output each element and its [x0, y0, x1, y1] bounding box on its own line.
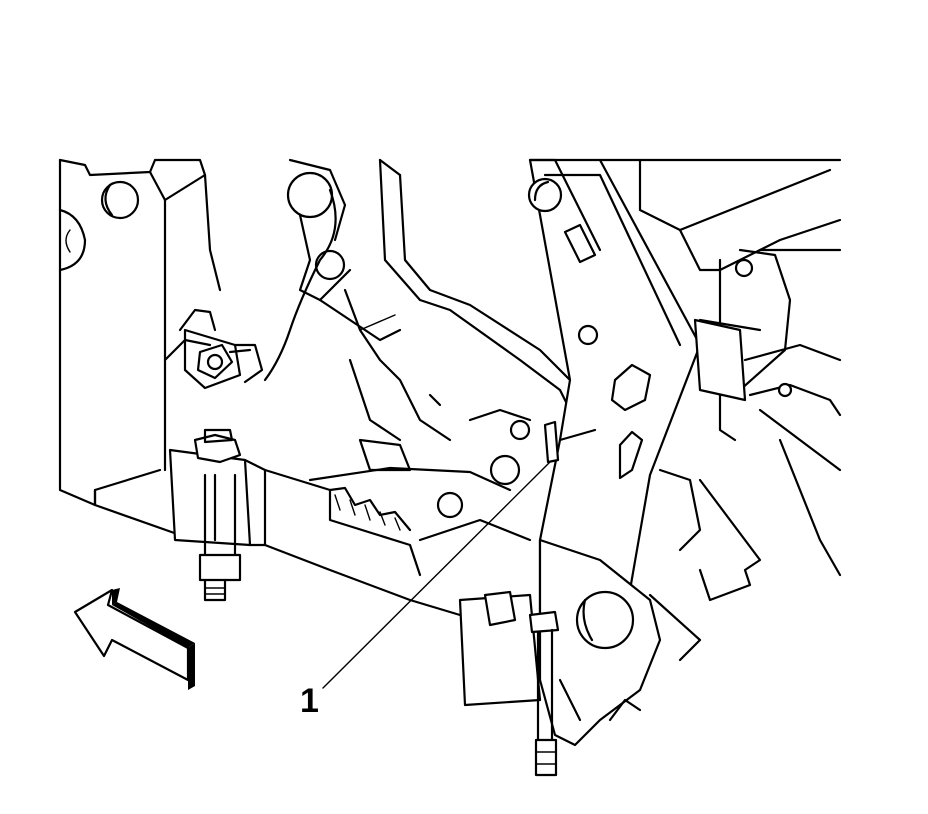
front-direction-arrow-icon: [73, 588, 195, 690]
left-mount-bracket: [178, 308, 264, 390]
lower-gear-mount: [538, 538, 662, 747]
frame-rail: [263, 466, 532, 617]
frame-left-structure: [58, 158, 222, 537]
left-mount-bolt: [168, 428, 267, 602]
callout-1: 1: [300, 461, 551, 720]
frame-right-structure: [598, 158, 842, 662]
upper-pivot-bracket: [263, 158, 402, 382]
lower-mount-bolt: [458, 590, 560, 777]
callout-1-label: 1: [300, 682, 319, 720]
callout-1-leader-line: [322, 461, 551, 689]
center-fasteners: [428, 393, 560, 519]
